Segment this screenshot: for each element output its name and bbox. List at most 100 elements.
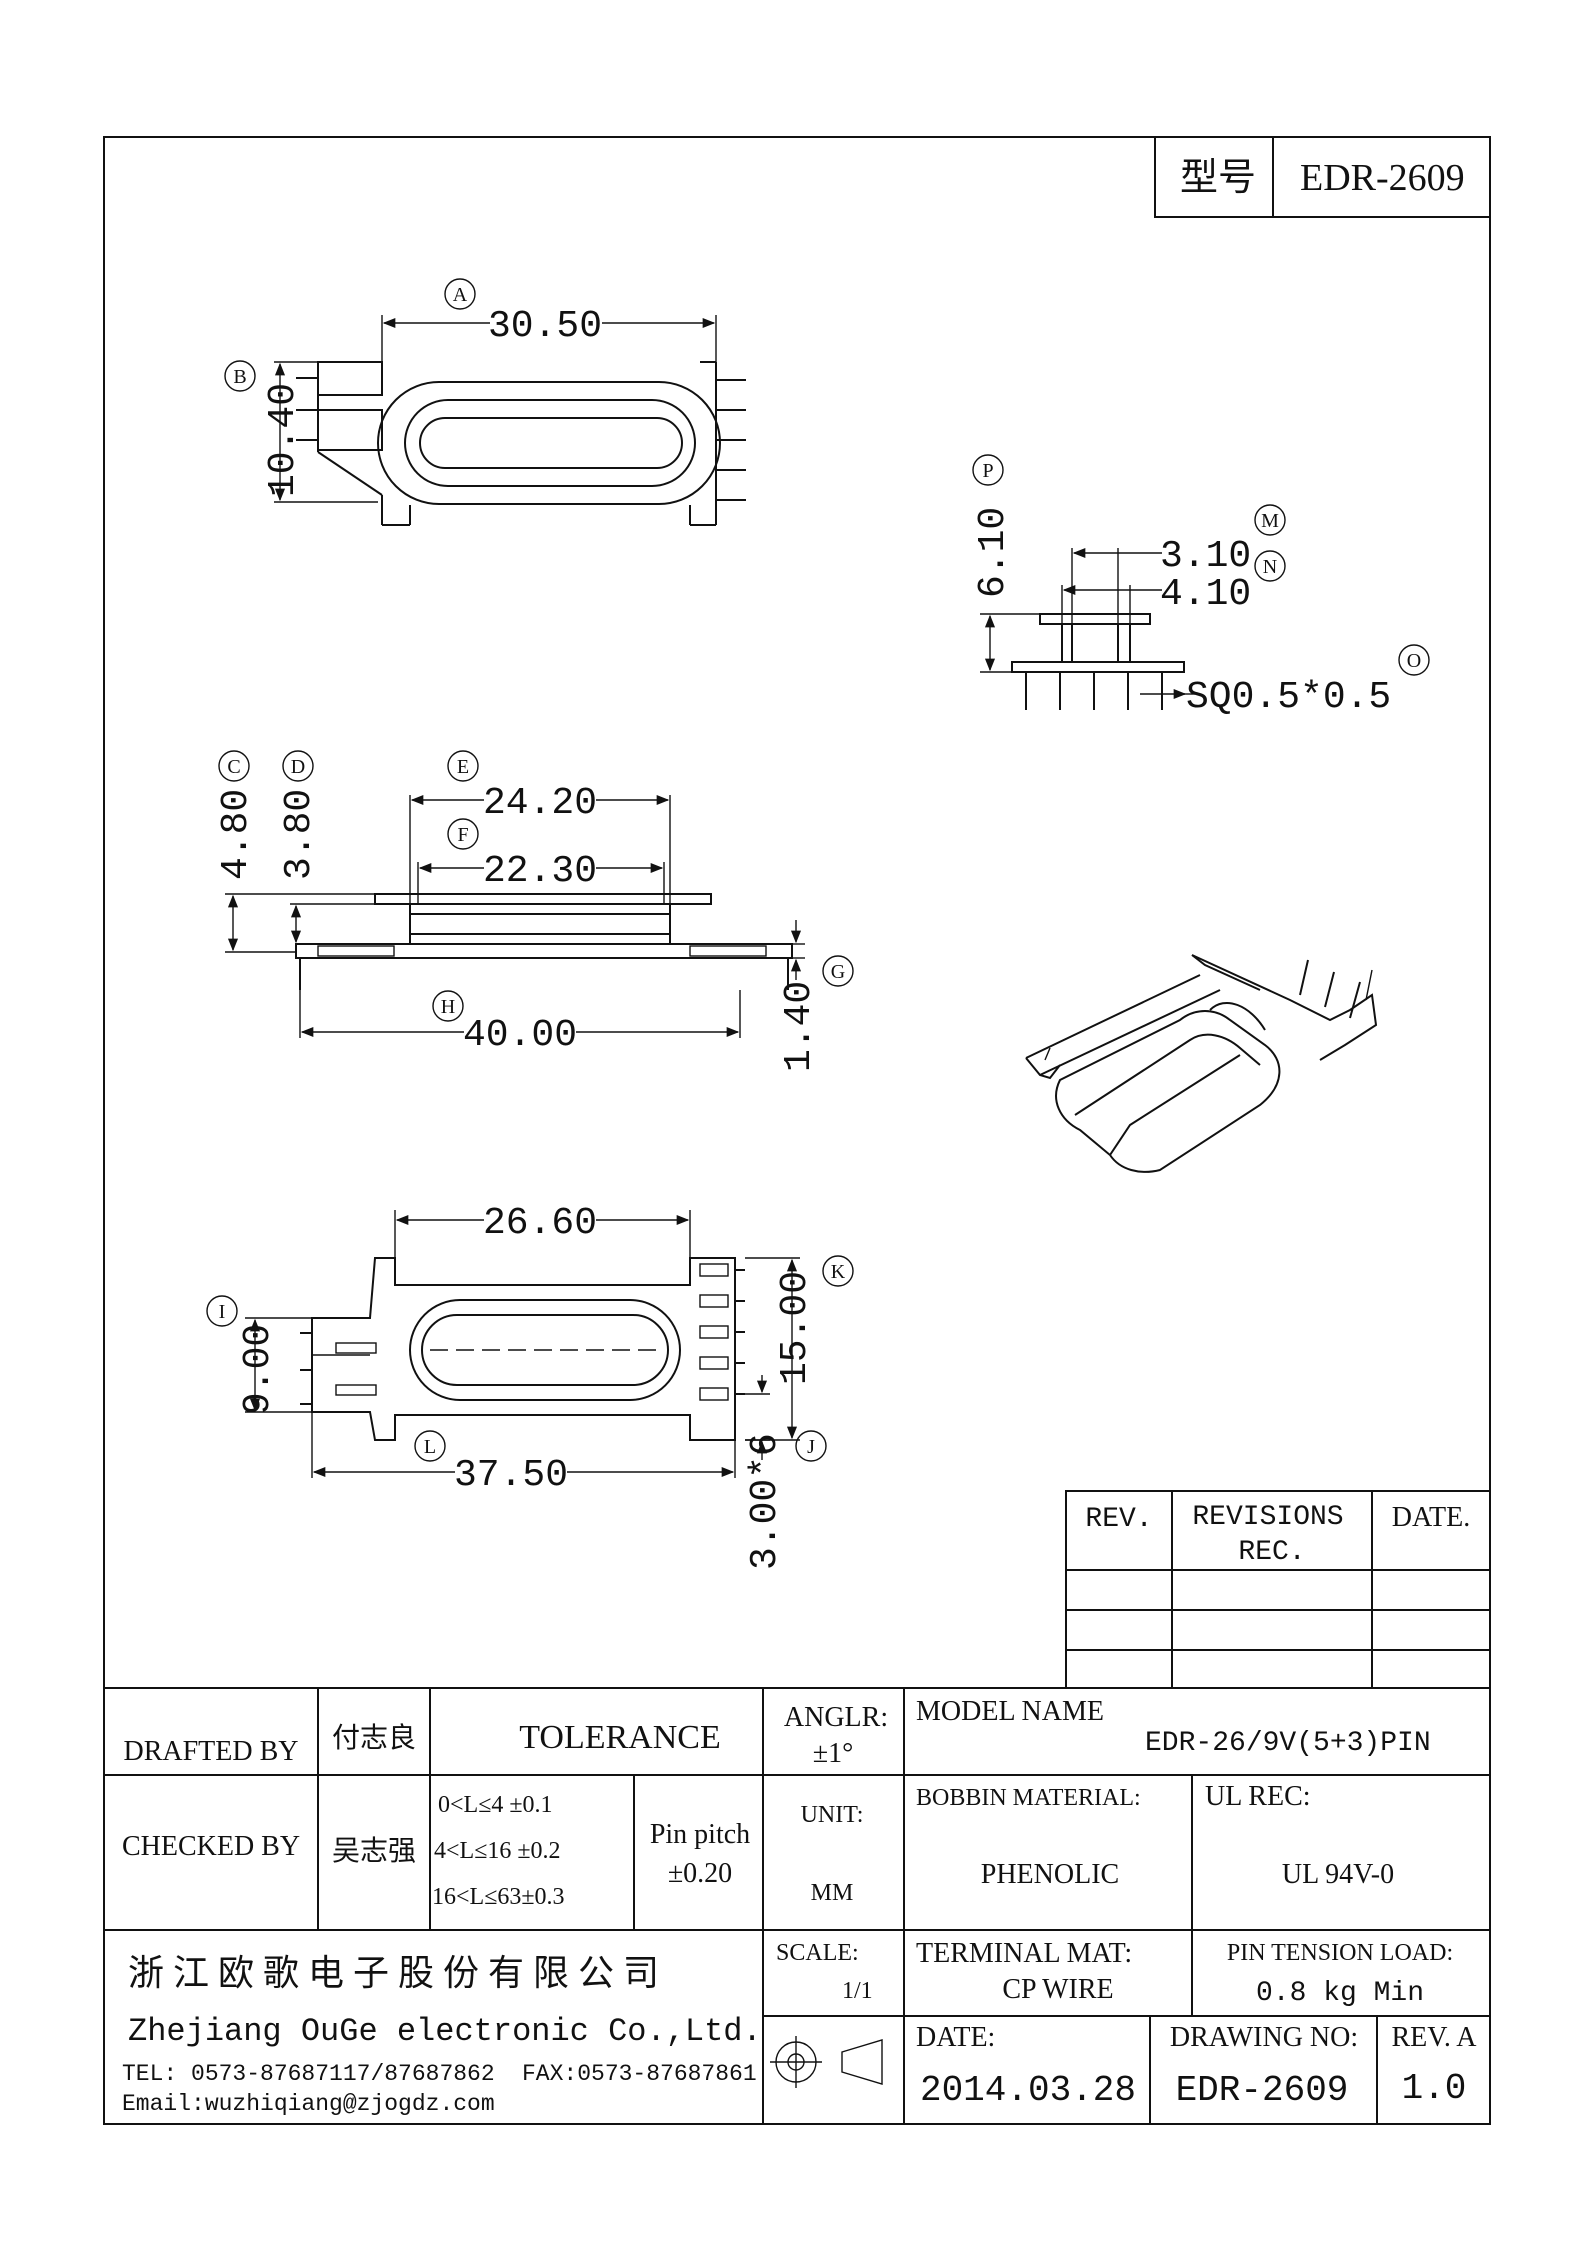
callout-l: L <box>424 1436 436 1458</box>
company-name-en: Zhejiang OuGe electronic Co.,Ltd. <box>128 2013 762 2050</box>
header-model-value: EDR-2609 <box>1300 157 1465 199</box>
callout-a-circle <box>444 278 476 310</box>
dim-o: SQ0.5*0.5 <box>1186 676 1391 719</box>
callout-p: P <box>982 460 993 482</box>
drafted-by-label: DRAFTED BY <box>123 1736 298 1767</box>
callout-h-circle <box>432 990 464 1022</box>
drawing-no-label: DRAWING NO: <box>1170 2022 1358 2053</box>
front-view: 24.20 E 22.30 F 4.80 C 3.80 D 1.40 G <box>215 750 854 1072</box>
callout-i: I <box>219 1301 226 1323</box>
dim-j: 3.00*6 <box>744 1433 787 1570</box>
callout-b: B <box>233 366 246 388</box>
callout-d: D <box>291 756 305 778</box>
unit-label: UNIT: <box>801 1802 864 1828</box>
date-value: 2014.03.28 <box>920 2070 1136 2111</box>
callout-f: F <box>457 824 468 846</box>
callout-k: K <box>831 1261 846 1283</box>
callout-c: C <box>227 756 240 778</box>
header-model-label: 型号 <box>1180 157 1256 199</box>
dim-a: 30.50 <box>488 305 602 348</box>
revision-header-rec: REC. <box>1238 1537 1305 1568</box>
dim-k: 15.00 <box>774 1271 817 1385</box>
checked-by-label: CHECKED BY <box>122 1831 300 1862</box>
callout-j: J <box>807 1436 815 1458</box>
model-name-label: MODEL NAME <box>916 1696 1104 1727</box>
tolerance-label: TOLERANCE <box>519 1719 720 1756</box>
sheet-border <box>103 136 1491 2125</box>
dim-f: 22.30 <box>483 850 597 893</box>
callout-l-circle <box>414 1430 446 1462</box>
rev-label: REV. A <box>1391 2022 1477 2053</box>
dim-b: 10.40 <box>262 383 305 497</box>
pin-pitch-label: Pin pitch <box>650 1819 750 1850</box>
callout-m: M <box>1261 510 1279 532</box>
tolerance-row-3: 16<L≤63±0.3 <box>432 1884 565 1910</box>
callout-k-circle <box>822 1255 854 1287</box>
terminal-mat-value: CP WIRE <box>1002 1974 1113 2005</box>
pin-tension-label: PIN TENSION LOAD: <box>1227 1940 1453 1966</box>
callout-d-circle <box>282 750 314 782</box>
terminal-mat-label: TERMINAL MAT: <box>916 1938 1132 1969</box>
callout-m-circle <box>1254 504 1286 536</box>
dim-h: 40.00 <box>463 1014 577 1057</box>
dim-p: 6.10 <box>972 507 1015 598</box>
header-model-box: 型号 EDR-2609 <box>1154 136 1491 218</box>
callout-b-circle <box>224 360 256 392</box>
callout-e-circle <box>447 750 479 782</box>
callout-h: H <box>441 996 455 1018</box>
scale-value: 1/1 <box>842 1978 873 2004</box>
date-label: DATE: <box>916 2022 995 2053</box>
pin-tension-value: 0.8 kg Min <box>1256 1978 1424 2009</box>
drawing-no-value: EDR-2609 <box>1176 2070 1349 2111</box>
angle-label: ANGLR: <box>784 1702 888 1733</box>
dim-m: 3.10 <box>1160 535 1251 578</box>
projection-symbol-icon <box>770 2036 883 2088</box>
callout-g-circle <box>822 955 854 987</box>
dim-c: 4.80 <box>215 789 258 880</box>
dim-top: 26.60 <box>483 1202 597 1245</box>
callout-i-circle <box>206 1295 238 1327</box>
dim-l: 37.50 <box>454 1454 568 1497</box>
callout-a: A <box>453 284 468 306</box>
top-view: 30.50 A 10.40 B <box>224 278 746 526</box>
callout-o-circle <box>1398 644 1430 676</box>
company-tel: TEL: 0573-87687117/87687862 <box>122 2061 495 2087</box>
tolerance-row-2: 4<L≤16 ±0.2 <box>434 1838 561 1864</box>
ul-rec-label: UL REC: <box>1205 1781 1311 1812</box>
callout-e: E <box>457 756 469 778</box>
company-email: Email:wuzhiqiang@zjogdz.com <box>122 2091 495 2117</box>
dim-i: 9.00 <box>237 1324 280 1415</box>
checked-by-name: 吴志强 <box>332 1835 416 1867</box>
rev-value: 1.0 <box>1402 2068 1467 2109</box>
bottom-view: 26.60 9.00 I 15.00 <box>206 1200 854 1570</box>
drafted-by-name: 付志良 <box>332 1722 416 1754</box>
company-fax: FAX:0573-87687861 <box>522 2061 757 2087</box>
callout-n: N <box>1263 556 1277 578</box>
bobbin-material-value: PHENOLIC <box>981 1859 1119 1890</box>
bobbin-material-label: BOBBIN MATERIAL: <box>916 1785 1141 1811</box>
callout-c-circle <box>218 750 250 782</box>
dim-e: 24.20 <box>483 782 597 825</box>
revision-header-date: DATE. <box>1392 1502 1471 1533</box>
tolerance-row-1: 0<L≤4 ±0.1 <box>438 1792 553 1818</box>
model-name-value: EDR-26/9V(5+3)PIN <box>1145 1728 1431 1759</box>
unit-value: MM <box>811 1880 854 1906</box>
ul-rec-value: UL 94V-0 <box>1282 1859 1394 1890</box>
callout-j-circle <box>795 1430 827 1462</box>
callout-f-circle <box>447 818 479 850</box>
pin-pitch-value: ±0.20 <box>668 1858 732 1889</box>
dim-d: 3.80 <box>278 789 321 880</box>
dim-g: 1.40 <box>778 981 821 1072</box>
company-name-cn: 浙 江 欧 歌 电 子 股 份 有 限 公 司 <box>128 1953 659 1993</box>
callout-n-circle <box>1254 550 1286 582</box>
callout-g: G <box>831 961 845 983</box>
callout-o: O <box>1407 650 1421 672</box>
revision-header-rev: REV. <box>1085 1504 1152 1535</box>
scale-label: SCALE: <box>776 1940 859 1966</box>
isometric-view <box>1025 954 1378 1173</box>
revision-header-revisions: REVISIONS <box>1192 1502 1343 1533</box>
dim-n: 4.10 <box>1160 573 1251 616</box>
title-block: DRAFTED BY 付志良 TOLERANCE CHECKED BY 吴志强 … <box>104 1687 1490 2124</box>
angle-value: ±1° <box>813 1738 854 1769</box>
